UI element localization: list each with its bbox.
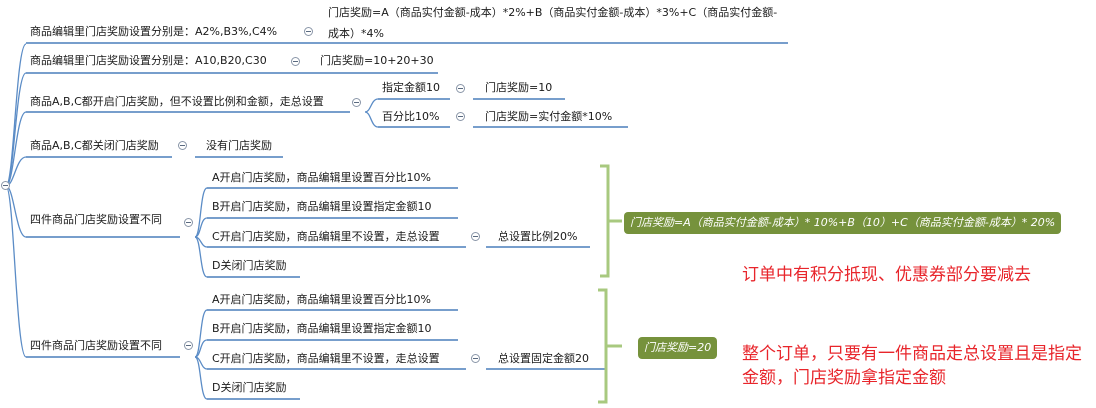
branch-3-sub-1-label: 指定金额10 bbox=[382, 81, 440, 94]
branch-1-result: 门店奖励=A（商品实付金额-成本）*2%+B（商品实付金额-成本）*3%+C（商… bbox=[328, 6, 778, 40]
branch-6-item-b: B开启门店奖励，商品编辑里设置指定金额10 bbox=[212, 322, 432, 335]
note-deductions: 订单中有积分抵现、优惠券部分要减去 bbox=[742, 265, 1031, 285]
branch-3-sub-1-toggle[interactable] bbox=[456, 84, 465, 93]
note-fixed-amount: 整个订单，只要有一件商品走总设置且是指定金额，门店奖励拿指定金额 bbox=[742, 344, 1082, 388]
branch-3-sub-2-result: 门店奖励=实付金额*10% bbox=[485, 110, 613, 123]
branch-6-label: 四件商品门店奖励设置不同 bbox=[30, 339, 162, 352]
branch-1-label: 商品编辑里门店奖励设置分别是：A2%,B3%,C4% bbox=[30, 25, 278, 38]
branch-5-label: 四件商品门店奖励设置不同 bbox=[30, 213, 162, 226]
branch-5-summary: 门店奖励=A（商品实付金额-成本）* 10%+B（10）+C（商品实付金额-成本… bbox=[624, 212, 1062, 234]
branch-2-result: 门店奖励=10+20+30 bbox=[320, 54, 434, 67]
branch-4-toggle[interactable] bbox=[178, 141, 187, 150]
branch-6-toggle[interactable] bbox=[184, 341, 193, 350]
branch-4-label: 商品A,B,C都关闭门店奖励 bbox=[30, 139, 159, 152]
branch-2-toggle[interactable] bbox=[291, 57, 300, 66]
branch-6-item-a: A开启门店奖励，商品编辑里设置百分比10% bbox=[212, 293, 431, 306]
branch-3-label: 商品A,B,C都开启门店奖励，但不设置比例和金额，走总设置 bbox=[30, 95, 324, 108]
branch-5-toggle[interactable] bbox=[184, 218, 193, 227]
branch-1-toggle[interactable] bbox=[304, 27, 313, 36]
branch-2-label: 商品编辑里门店奖励设置分别是：A10,B20,C30 bbox=[30, 54, 267, 67]
branch-3-toggle[interactable] bbox=[352, 98, 361, 107]
root-collapse-toggle[interactable] bbox=[1, 181, 10, 190]
branch-6-item-d: D关闭门店奖励 bbox=[212, 381, 287, 394]
branch-5-item-c: C开启门店奖励，商品编辑里不设置，走总设置 bbox=[212, 230, 440, 243]
branch-3-sub-1-result: 门店奖励=10 bbox=[485, 81, 553, 94]
branch-6-item-c: C开启门店奖励，商品编辑里不设置，走总设置 bbox=[212, 352, 440, 365]
branch-6-item-c-result: 总设置固定金额20 bbox=[498, 352, 589, 365]
branch-5-item-a: A开启门店奖励，商品编辑里设置百分比10% bbox=[212, 171, 431, 184]
branch-3-sub-2-label: 百分比10% bbox=[382, 110, 440, 123]
branch-4-result: 没有门店奖励 bbox=[206, 139, 272, 152]
branch-6-summary: 门店奖励=20 bbox=[638, 337, 718, 359]
branch-6-item-c-toggle[interactable] bbox=[471, 354, 480, 363]
branch-5-item-b: B开启门店奖励，商品编辑里设置指定金额10 bbox=[212, 200, 432, 213]
branch-3-sub-2-toggle[interactable] bbox=[456, 112, 465, 121]
branch-5-item-d: D关闭门店奖励 bbox=[212, 259, 287, 272]
branch-5-item-c-toggle[interactable] bbox=[471, 232, 480, 241]
branch-5-item-c-result: 总设置比例20% bbox=[498, 230, 578, 243]
